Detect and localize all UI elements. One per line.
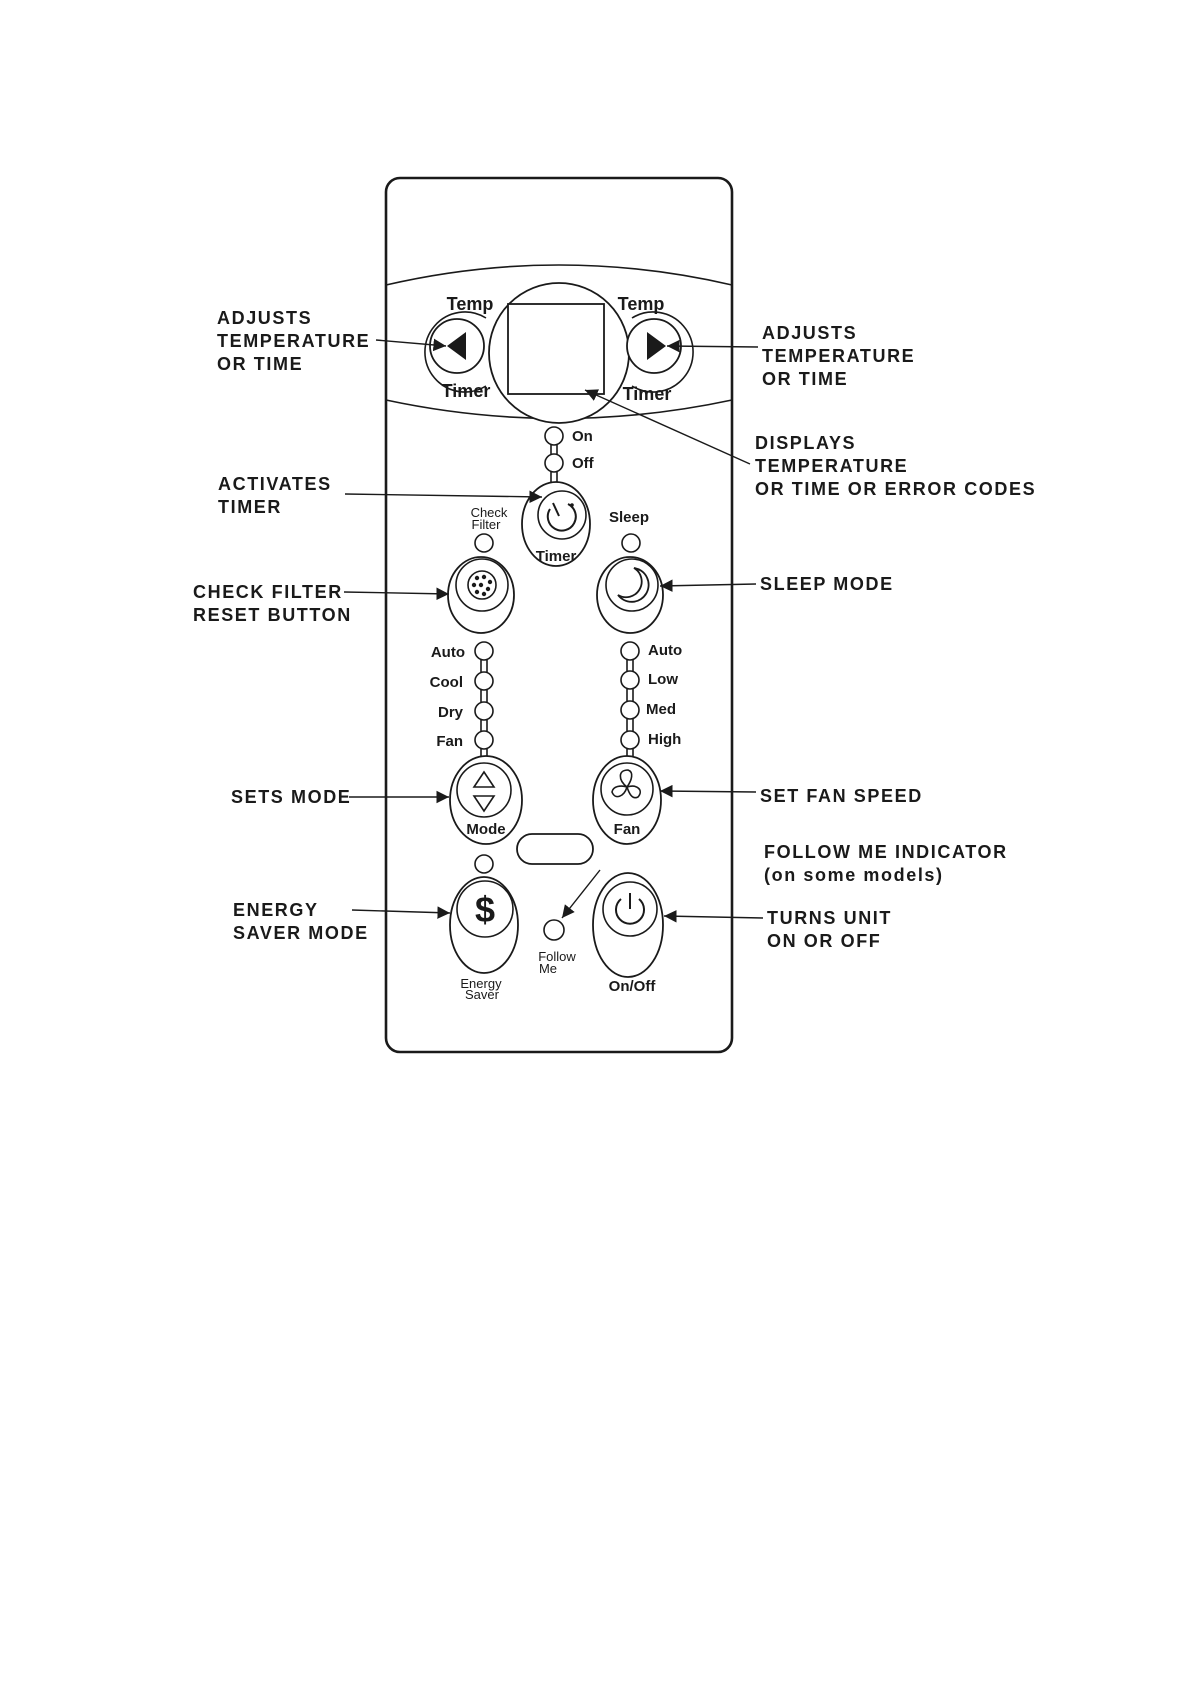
- leader-energy: [351, 906, 451, 919]
- temp-label-left: Temp: [447, 294, 494, 314]
- timer-on-label: On: [572, 428, 593, 445]
- callout-sleep: SLEEP MODE: [760, 574, 894, 594]
- follow-me-label-1: Follow: [538, 949, 576, 964]
- leader-fan-speed: [659, 784, 757, 798]
- left-arrow-icon: [447, 332, 466, 360]
- callout-power: TURNS UNIT ON OR OFF: [767, 908, 899, 951]
- leader-adjust-left: [375, 338, 447, 352]
- check-filter-label-2: Filter: [472, 517, 502, 532]
- right-arrow-icon: [647, 332, 666, 360]
- mode-button[interactable]: [449, 755, 523, 845]
- leader-check-filter: [343, 587, 450, 601]
- mode-led-column: [474, 641, 494, 758]
- timer-button-label: Timer: [536, 548, 577, 565]
- sleep-led: [621, 533, 641, 553]
- timer-on-led: [544, 426, 564, 446]
- display-band-top: [385, 264, 733, 286]
- check-filter-label-1: Check: [471, 505, 508, 520]
- timer-icon: [546, 502, 577, 532]
- sleep-button[interactable]: [596, 556, 664, 634]
- dollar-icon: $: [475, 889, 495, 930]
- mode-led-label: Fan: [436, 733, 463, 750]
- fan-button-label: Fan: [614, 821, 641, 838]
- mode-led-label: Auto: [431, 644, 465, 661]
- timer-button[interactable]: [521, 481, 591, 567]
- sleep-label: Sleep: [609, 509, 649, 526]
- fan-led-column: [620, 641, 640, 758]
- timer-off-led: [544, 453, 564, 473]
- temp-down-button[interactable]: [424, 311, 487, 393]
- leader-power: [663, 909, 764, 923]
- callout-energy: ENERGY SAVER MODE: [233, 900, 369, 943]
- fan-icon: [611, 769, 642, 799]
- power-button[interactable]: [592, 872, 664, 978]
- follow-me-window: [516, 833, 594, 865]
- leader-timer: [344, 490, 543, 504]
- callout-mode: SETS MODE: [231, 787, 351, 807]
- energy-saver-label-2: Saver: [465, 987, 500, 1002]
- leader-sleep: [659, 579, 757, 593]
- energy-saver-led: [474, 854, 494, 874]
- mode-button-label: Mode: [466, 821, 505, 838]
- filter-icon: [467, 570, 497, 600]
- leader-follow-me: [561, 869, 601, 919]
- moon-icon: [617, 567, 650, 603]
- fan-led-label: Med: [646, 701, 676, 718]
- callout-check-filter: CHECK FILTER RESET BUTTON: [193, 582, 352, 625]
- leader-display: [584, 389, 751, 465]
- temp-up-button[interactable]: [626, 311, 694, 393]
- timer-label-left: Timer: [442, 381, 491, 401]
- energy-saver-label-1: Energy: [460, 976, 502, 991]
- callout-adjust-left: ADJUSTS TEMPERATURE OR TIME: [217, 308, 377, 374]
- down-triangle-icon: [472, 795, 496, 813]
- mode-led-label: Cool: [430, 674, 463, 691]
- energy-saver-button[interactable]: $: [449, 876, 519, 974]
- callout-follow-me: FOLLOW ME INDICATOR (on some models): [764, 842, 1014, 885]
- callout-display: DISPLAYS TEMPERATURE OR TIME OR ERROR CO…: [755, 433, 1036, 499]
- display-screen: [507, 303, 605, 395]
- mode-led-label: Dry: [438, 704, 464, 721]
- fan-button[interactable]: [592, 755, 662, 845]
- temp-label-right: Temp: [618, 294, 665, 314]
- follow-me-label-2: Me: [539, 961, 557, 976]
- timer-off-label: Off: [572, 455, 595, 472]
- follow-me-led: [543, 919, 565, 941]
- check-filter-button[interactable]: [447, 556, 515, 634]
- timer-label-right: Timer: [623, 384, 672, 404]
- leader-adjust-right: [666, 339, 759, 353]
- callout-fan-speed: SET FAN SPEED: [760, 786, 923, 806]
- callout-timer: ACTIVATES TIMER: [218, 474, 338, 517]
- callout-adjust-right: ADJUSTS TEMPERATURE OR TIME: [762, 323, 922, 389]
- power-icon: [615, 893, 645, 925]
- fan-led-label: High: [648, 731, 681, 748]
- fan-led-label: Low: [648, 671, 678, 688]
- check-filter-led: [474, 533, 494, 553]
- on-off-label: On/Off: [609, 978, 657, 995]
- fan-led-label: Auto: [648, 642, 682, 659]
- up-triangle-icon: [472, 770, 496, 788]
